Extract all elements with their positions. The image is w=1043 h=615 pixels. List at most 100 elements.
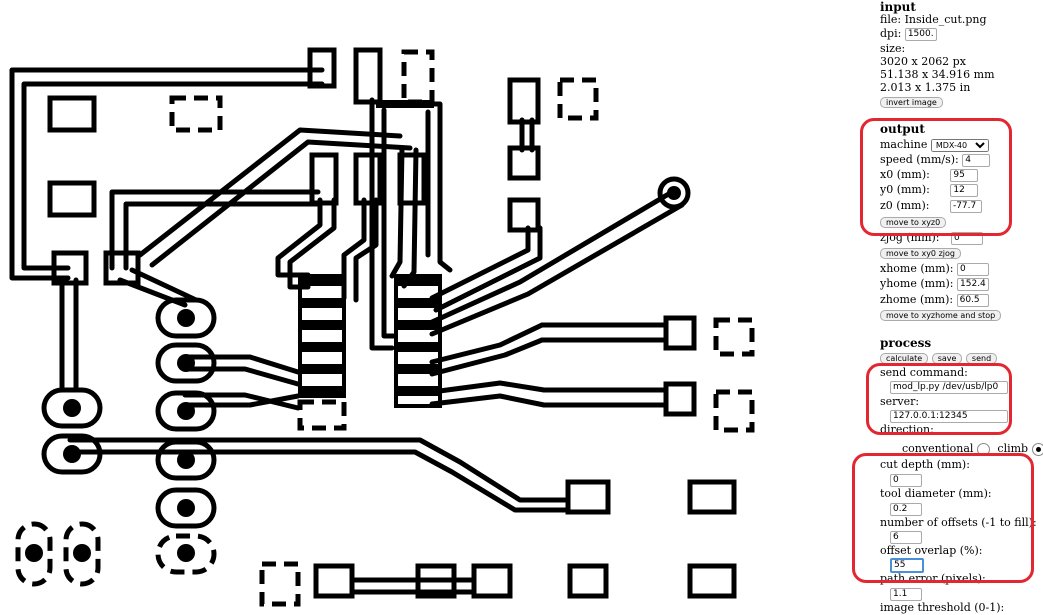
pad (155, 390, 217, 432)
server-label: server: (880, 395, 920, 408)
z0-label: z0 (mm): (880, 199, 930, 212)
server-input[interactable] (890, 409, 1008, 423)
pad (47, 95, 97, 133)
overlap-input[interactable] (890, 557, 924, 573)
send-command-input[interactable] (890, 380, 1008, 394)
input-heading: input (880, 0, 916, 14)
move-to-xyz0-button[interactable]: move to xyz0 (880, 216, 947, 228)
zjog-label: zjog (mm): (880, 231, 940, 244)
climb-radio[interactable] (1031, 442, 1043, 456)
zhome-row: zhome (mm): (880, 292, 989, 307)
cut-depth-input[interactable] (890, 473, 922, 487)
direction-label: direction: (880, 423, 934, 436)
move-to-xy0-zjog-button[interactable]: move to xy0 zjog (880, 247, 961, 259)
pad (155, 487, 217, 529)
climb-label: climb (997, 442, 1029, 455)
pad (471, 563, 513, 599)
machine-select[interactable]: MDX-40 (930, 138, 989, 152)
pad (313, 563, 355, 599)
yhome-row: yhome (mm): (880, 276, 990, 291)
z0-input[interactable] (949, 199, 982, 213)
pad (397, 152, 427, 206)
overlap-label: offset overlap (%): (880, 544, 983, 557)
pad (663, 381, 697, 417)
pad (663, 315, 697, 351)
file-name: file: Inside_cut.png (880, 13, 987, 26)
invert-image-button[interactable]: invert image (880, 96, 943, 108)
size-label: size: (880, 42, 906, 55)
conventional-radio[interactable] (976, 442, 990, 456)
pad (565, 479, 611, 515)
pad (567, 563, 609, 599)
pad (41, 433, 103, 475)
offsets-input[interactable] (890, 530, 922, 544)
x0-input[interactable] (950, 168, 979, 182)
pad (309, 152, 339, 206)
tool-diameter-row (880, 501, 922, 516)
cut-depth-label: cut depth (mm): (880, 458, 970, 471)
pad (353, 47, 383, 105)
pad (415, 563, 457, 599)
pad (687, 563, 737, 599)
process-buttons: calculate save send (880, 350, 998, 365)
yhome-input[interactable] (957, 277, 990, 291)
move-to-xyzhome-button[interactable]: move to xyzhome and stop (880, 309, 1002, 321)
size-px: 3020 x 2062 px (880, 55, 966, 68)
pad (507, 77, 541, 125)
move-home-row: move to xyzhome and stop (880, 307, 1002, 322)
pads (41, 47, 737, 599)
machine-row: machine MDX-40 (880, 137, 989, 152)
pad (155, 342, 217, 384)
y0-label: y0 (mm): (880, 183, 930, 196)
x0-row: x0 (mm): (880, 167, 979, 182)
pad (687, 479, 737, 515)
pcb-toolpath-preview (9, 47, 755, 607)
yhome-label: yhome (mm): (880, 277, 954, 290)
machine-label: machine (880, 138, 928, 151)
send-command-label: send command: (880, 366, 968, 379)
cut-depth-row (880, 472, 922, 487)
threshold-label: image threshold (0-1): (880, 601, 1005, 614)
pad-holes (25, 186, 681, 562)
cad-control-panel: input file: Inside_cut.png dpi: size: 30… (872, 0, 1043, 615)
xhome-input[interactable] (957, 262, 989, 276)
offsets-row (880, 529, 922, 544)
invert-row: invert image (880, 94, 943, 109)
send-button[interactable]: send (965, 352, 998, 364)
pad (155, 439, 217, 481)
pad (507, 145, 541, 181)
dpi-row: dpi: (880, 26, 937, 41)
pad (47, 180, 97, 218)
z0-row: z0 (mm): (880, 198, 982, 213)
zjog-row: zjog (mm): (880, 230, 984, 245)
dpi-label: dpi: (880, 27, 902, 40)
pad (51, 250, 89, 286)
speed-input[interactable] (962, 153, 991, 167)
xhome-label: xhome (mm): (880, 262, 954, 275)
pad (657, 176, 691, 210)
speed-label: speed (mm/s): (880, 153, 959, 166)
speed-row: speed (mm/s): (880, 152, 991, 167)
process-heading: process (880, 336, 932, 350)
pad (353, 152, 383, 206)
direction-row: conventional climb (880, 441, 1043, 456)
conventional-label: conventional (902, 442, 974, 455)
tool-diameter-input[interactable] (890, 502, 922, 516)
tool-diameter-label: tool diameter (mm): (880, 487, 992, 500)
dpi-input[interactable] (904, 27, 937, 41)
y0-input[interactable] (950, 183, 979, 197)
size-mm: 51.138 x 34.916 mm (880, 68, 995, 81)
pad (307, 47, 337, 89)
zhome-label: zhome (mm): (880, 293, 954, 306)
calculate-button[interactable]: calculate (880, 352, 929, 364)
send-command-row (880, 379, 1008, 394)
xhome-row: xhome (mm): (880, 261, 989, 276)
path-error-input[interactable] (890, 587, 922, 601)
zjog-input[interactable] (951, 231, 984, 245)
ic-pad-outlines (298, 274, 442, 408)
zhome-input[interactable] (956, 293, 989, 307)
output-heading: output (880, 122, 925, 136)
server-row (880, 408, 1008, 423)
offsets-label: number of offsets (-1 to fill): (880, 516, 1037, 529)
save-button[interactable]: save (931, 352, 963, 364)
